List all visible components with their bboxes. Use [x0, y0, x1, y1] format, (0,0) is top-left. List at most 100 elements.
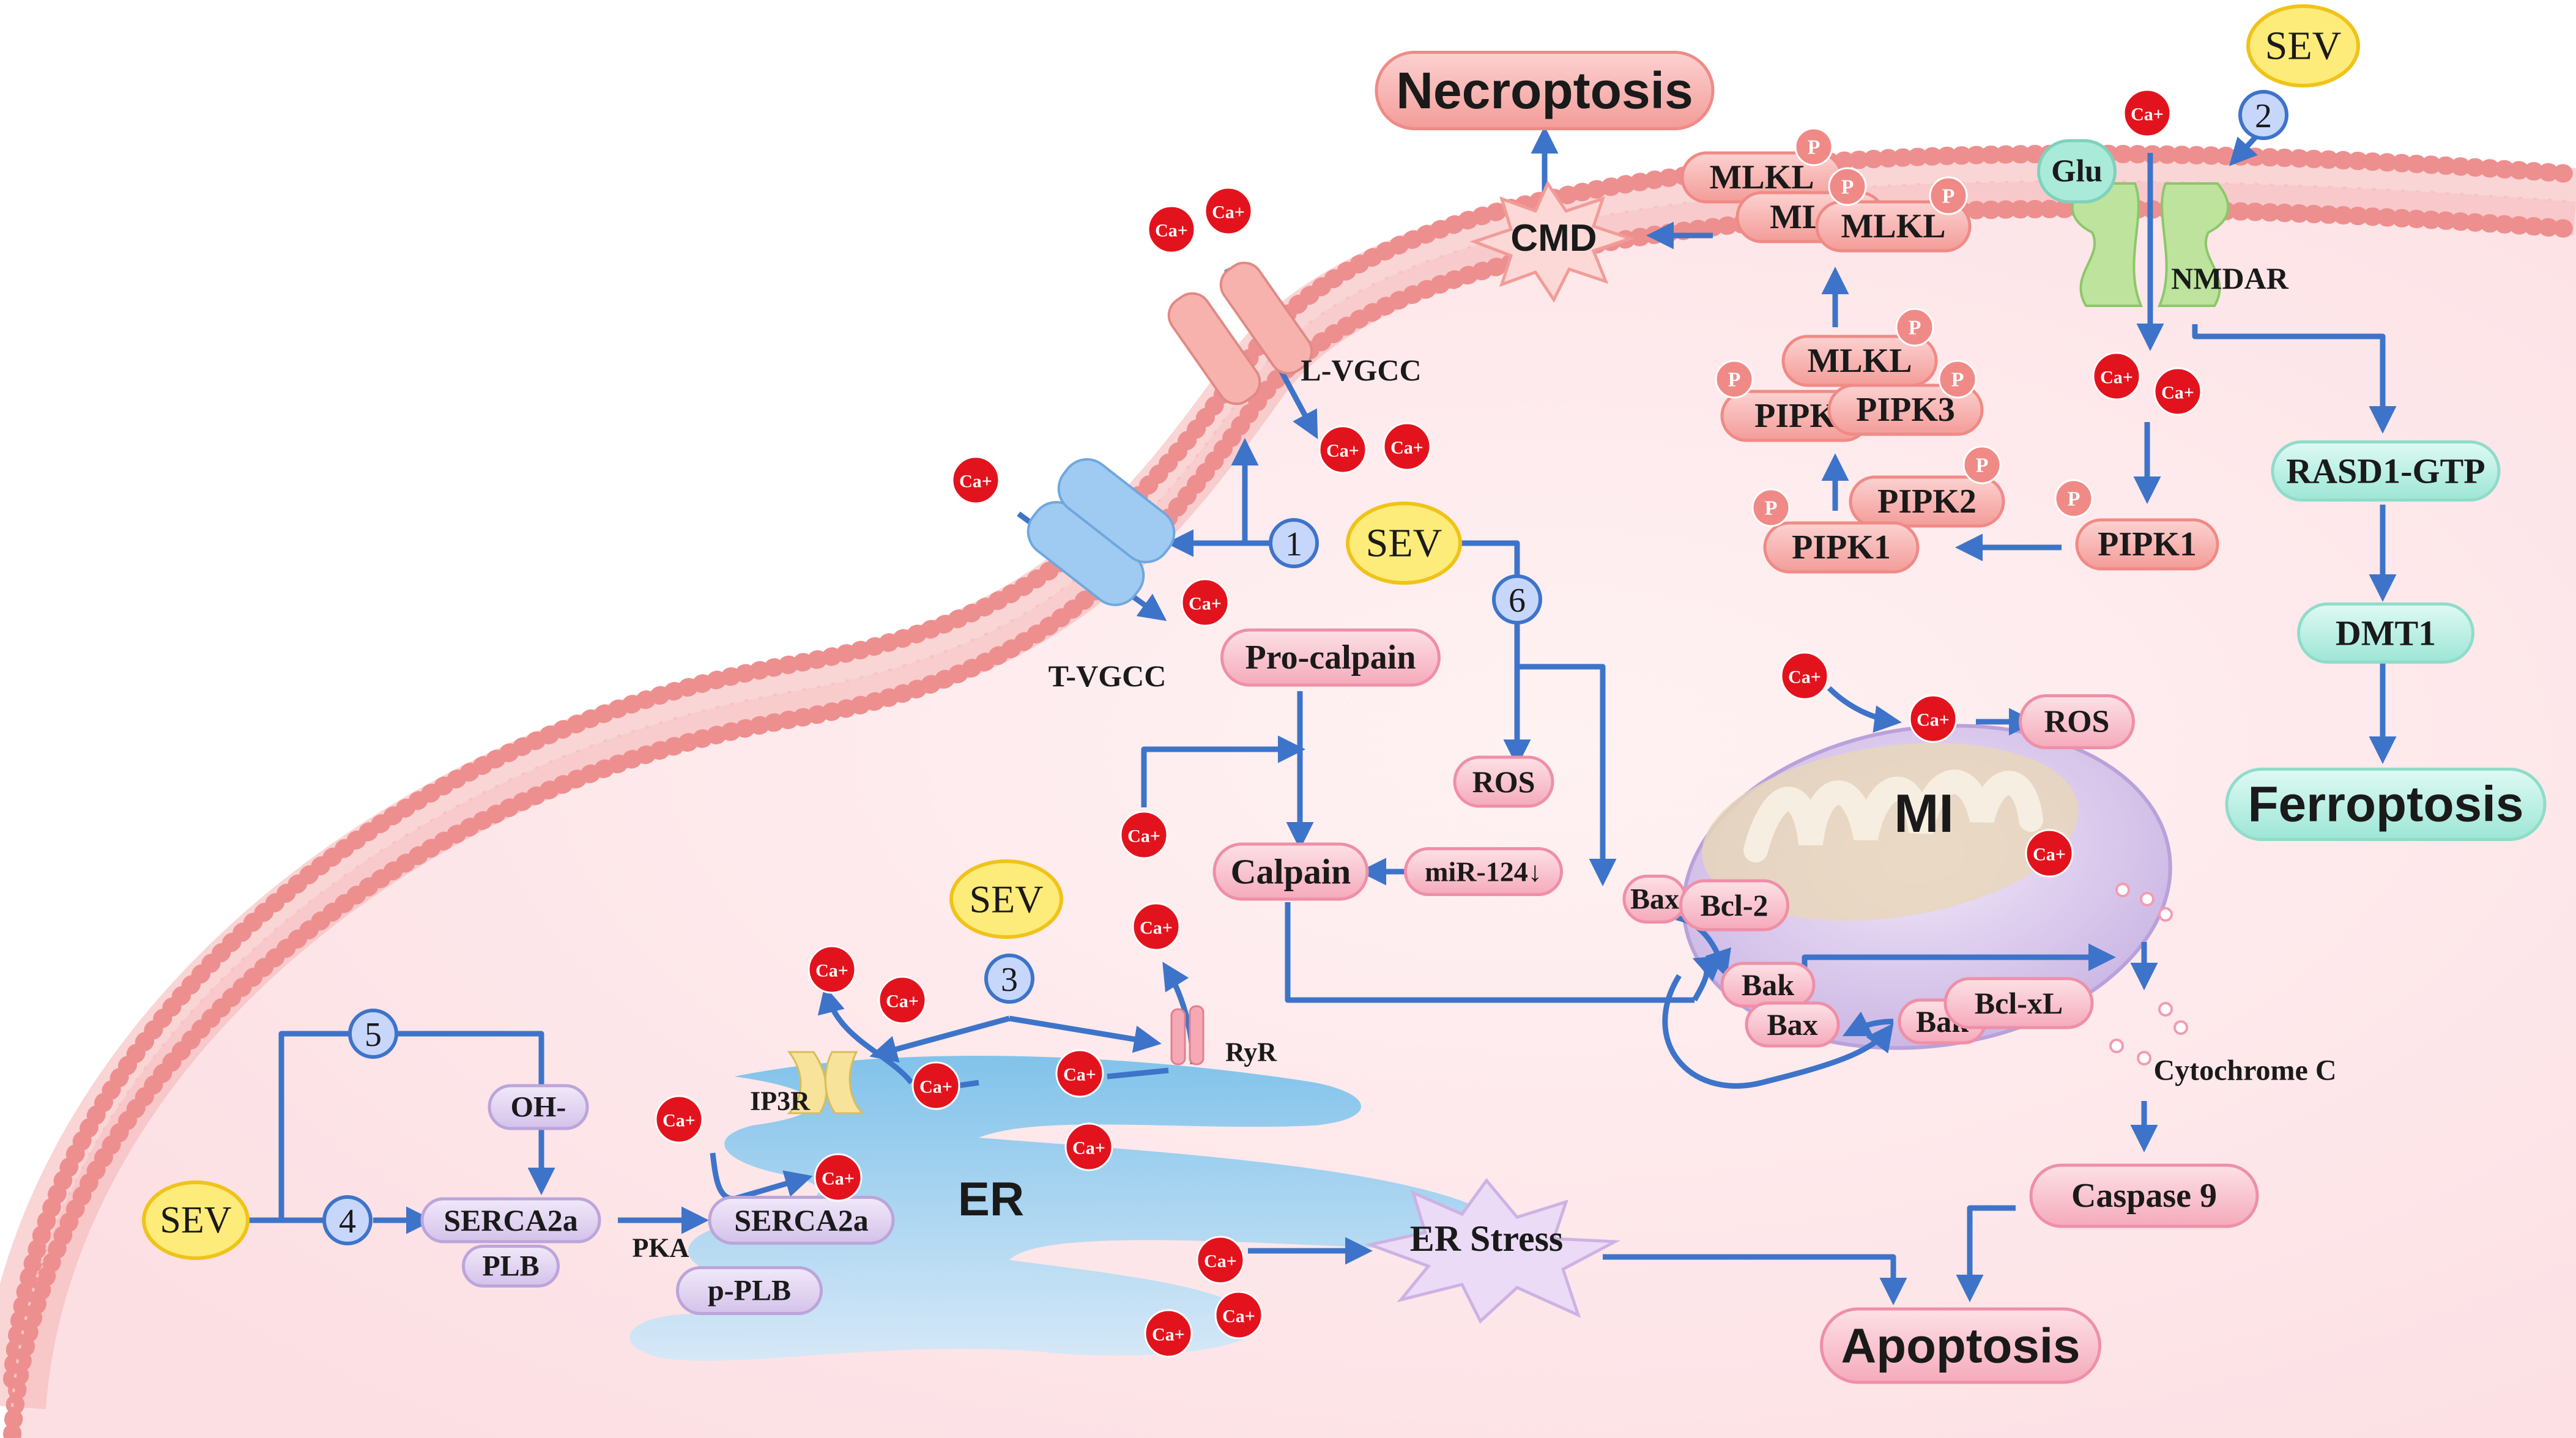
sev-node-1-label: SEV — [1366, 521, 1442, 566]
mir124-node: miR-124↓ — [1404, 847, 1563, 896]
calcium-ion-icon: Ca+ — [1055, 1049, 1104, 1098]
calcium-ion-label: Ca+ — [1917, 710, 1950, 730]
oh-node-label: OH- — [511, 1091, 566, 1124]
calcium-ion-icon: Ca+ — [1064, 1122, 1113, 1171]
calcium-ion-icon: Ca+ — [911, 1061, 960, 1110]
calcium-ion-icon: Ca+ — [2025, 829, 2074, 878]
ip3r-label: IP3R — [750, 1086, 811, 1116]
pipk2-node-label: PIPK2 — [1877, 483, 1977, 521]
bcl2-node: Bcl-2 — [1679, 879, 1789, 932]
pathway-number-4: 4 — [322, 1195, 373, 1245]
calcium-ion-icon: Ca+ — [1909, 694, 1958, 743]
cmd-label: CMD — [1510, 217, 1597, 259]
phospho-label: P — [2068, 488, 2080, 511]
ferroptosis-node-label: Ferroptosis — [2248, 777, 2523, 832]
calcium-ion-icon: Ca+ — [1147, 205, 1196, 254]
plb-node: PLB — [462, 1245, 560, 1288]
mlkl-node-top-3: MLKL — [1815, 200, 1972, 253]
phospho-label: P — [1976, 454, 1989, 477]
pka-label: PKA — [633, 1233, 689, 1263]
cytochrome-dot — [2173, 1020, 2188, 1035]
calcium-ion-label: Ca+ — [2100, 368, 2133, 388]
pathway-number-1: 1 — [1269, 518, 1319, 568]
pipk1-node-right-label: PIPK1 — [2098, 525, 2197, 563]
ryr-channel — [1170, 1005, 1204, 1066]
apoptosis-node-label: Apoptosis — [1841, 1319, 2080, 1373]
calcium-ion-icon: Ca+ — [1144, 1309, 1193, 1358]
phospho-label: P — [1942, 185, 1955, 208]
ferroptosis-node: Ferroptosis — [2225, 768, 2547, 841]
calcium-ion-label: Ca+ — [1204, 1251, 1237, 1272]
bax-node-a-label: Bax — [1630, 883, 1679, 916]
apoptosis-node: Apoptosis — [1820, 1307, 2101, 1384]
calcium-ion-label: Ca+ — [959, 472, 992, 492]
calcium-ion-label: Ca+ — [1788, 667, 1821, 687]
calcium-ion-icon: Ca+ — [1132, 902, 1181, 951]
cmd-burst: CMD — [1469, 180, 1635, 303]
phospho-icon: P — [1929, 176, 1968, 215]
sev-node-3-label: SEV — [970, 878, 1044, 921]
phospho-icon: P — [1794, 127, 1833, 166]
calcium-ion-icon: Ca+ — [1204, 187, 1253, 235]
ros-node-mito-label: ROS — [2044, 705, 2110, 739]
ros-node-cyto-label: ROS — [1472, 765, 1535, 799]
calcium-ion-icon: Ca+ — [2123, 89, 2172, 138]
pathway-number-label: 4 — [339, 1203, 356, 1240]
pathway-number-label: 2 — [2255, 97, 2272, 135]
glu-node-label: Glu — [2051, 154, 2103, 189]
calcium-ion-label: Ca+ — [1222, 1306, 1255, 1327]
calcium-ion-label: Ca+ — [815, 961, 848, 981]
pipk1-node-left-label: PIPK1 — [1792, 528, 1891, 566]
phospho-label: P — [1841, 176, 1854, 199]
calcium-ion-label: Ca+ — [2161, 383, 2194, 403]
calcium-ion-label: Ca+ — [2131, 105, 2164, 125]
nmdar-channel — [2071, 182, 2230, 307]
t-vgcc-channel — [1026, 458, 1176, 606]
pathway-number-5: 5 — [348, 1009, 398, 1059]
calcium-ion-label: Ca+ — [1390, 438, 1423, 458]
cytochrome-c-label: Cytochrome C — [2153, 1054, 2336, 1087]
bax-node-b: Bax — [1745, 1001, 1840, 1048]
serca2a-node-left-label: SERCA2a — [444, 1203, 577, 1237]
sev-node-1: SEV — [1346, 502, 1462, 585]
calcium-ion-label: Ca+ — [919, 1077, 952, 1097]
ros-node-mito: ROS — [2019, 694, 2135, 749]
calpain-node-label: Calpain — [1231, 852, 1351, 892]
glu-node: Glu — [2037, 139, 2117, 204]
pathway-number-6: 6 — [1492, 574, 1542, 624]
rasd1-gtp-node-label: RASD1-GTP — [2286, 451, 2485, 491]
serca2a-node-left: SERCA2a — [420, 1197, 601, 1243]
ros-node-cyto: ROS — [1453, 755, 1554, 808]
pathway-number-label: 1 — [1285, 525, 1302, 563]
cytochrome-dot — [2158, 1002, 2173, 1017]
bcl-xl-node-label: Bcl-xL — [1975, 986, 2063, 1020]
mlkl-node-top-3-label: MLKL — [1841, 207, 1945, 245]
phospho-icon: P — [1715, 360, 1754, 399]
necroptosis-node-label: Necroptosis — [1396, 62, 1693, 119]
endoplasmic-reticulum — [629, 1056, 1489, 1361]
dmt1-node: DMT1 — [2297, 602, 2474, 664]
phospho-icon: P — [1895, 308, 1934, 347]
bcl2-node-label: Bcl-2 — [1700, 888, 1768, 922]
pathway-number-label: 3 — [1001, 961, 1018, 999]
calcium-ion-label: Ca+ — [1140, 918, 1173, 938]
er-stress-label: ER Stress — [1410, 1218, 1564, 1259]
pipk2-node: PIPK2 — [1849, 475, 2005, 528]
calcium-ion-icon: Ca+ — [1383, 422, 1431, 471]
mlkl-node-top-1-label: MLKL — [1709, 158, 1814, 196]
calcium-ion-label: Ca+ — [1152, 1325, 1185, 1345]
ip3r-channel — [787, 1051, 865, 1114]
pathway-number-2: 2 — [2238, 90, 2288, 140]
calcium-ion-icon: Ca+ — [2153, 367, 2202, 416]
er-label: ER — [958, 1172, 1024, 1226]
nodes-layer: NecroptosisFerroptosisApoptosisSEVSEVSEV… — [142, 4, 2547, 1384]
calcium-ion-icon: Ca+ — [1181, 578, 1230, 627]
cytochrome-dot — [2140, 892, 2155, 906]
rasd1-gtp-node: RASD1-GTP — [2271, 440, 2501, 502]
sev-node-3: SEV — [949, 859, 1063, 939]
er-stress-burst: ER Stress — [1365, 1177, 1621, 1324]
serca2a-node-right-label: SERCA2a — [734, 1203, 868, 1237]
l-vgcc-channel — [1167, 261, 1313, 406]
calcium-ion-label: Ca+ — [1189, 594, 1222, 614]
